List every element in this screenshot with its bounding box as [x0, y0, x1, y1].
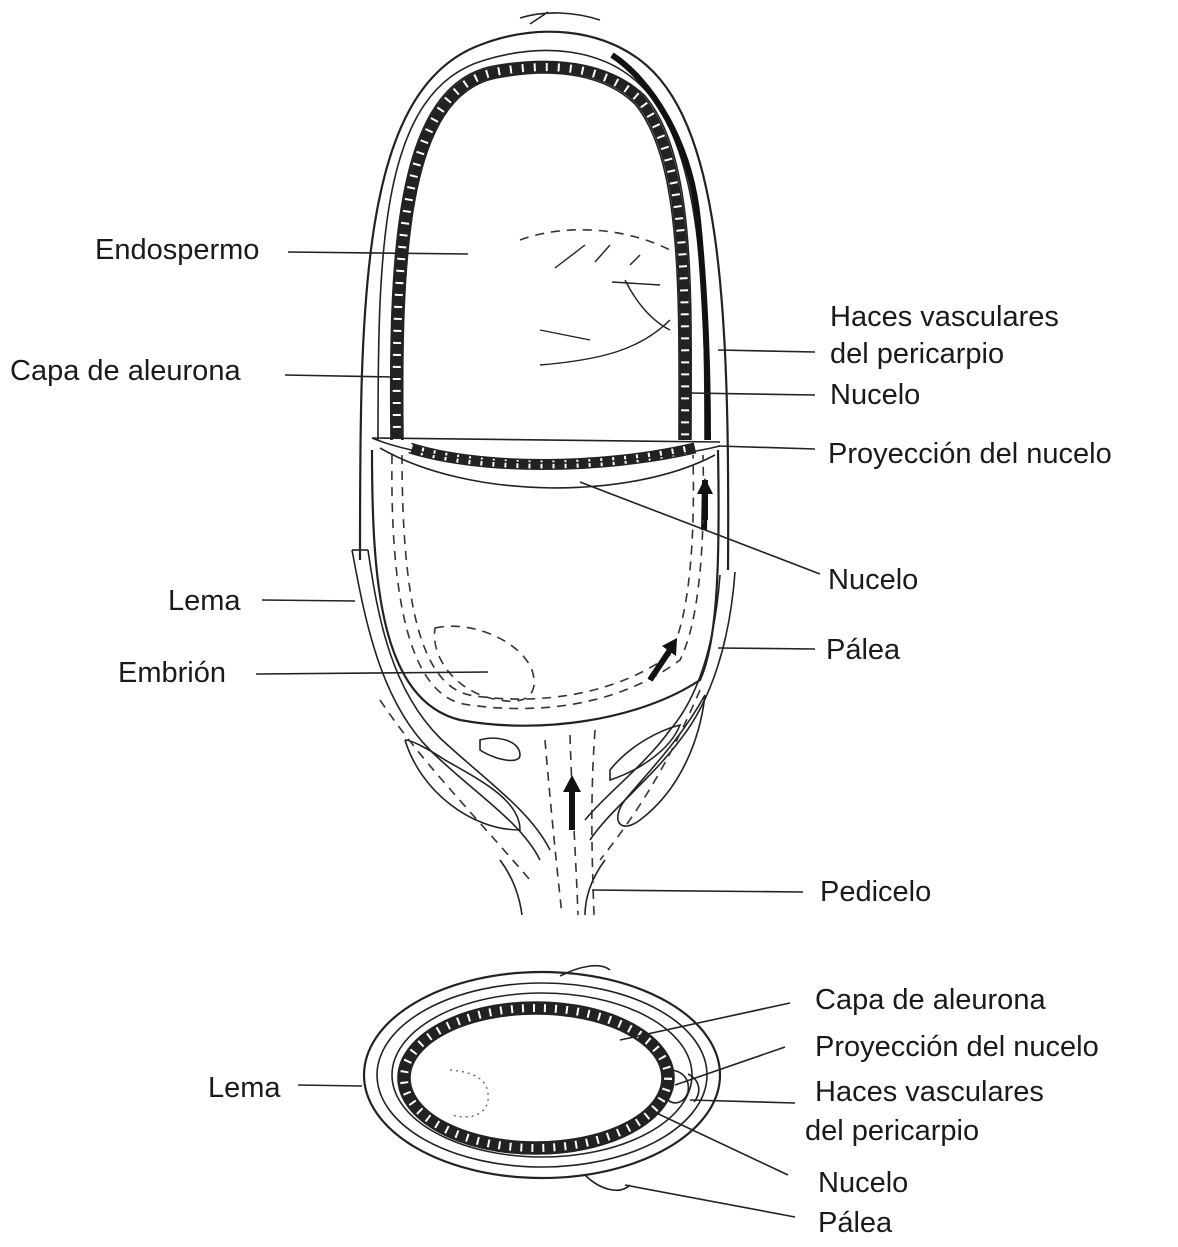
pedicel: [500, 860, 522, 915]
leader-pedicelo: [592, 890, 803, 892]
grain-tip: [520, 12, 600, 24]
leader-cross-palea: [625, 1185, 795, 1217]
pericarp-inner: [378, 50, 705, 440]
section-divider: [372, 438, 720, 442]
leader-proyeccion: [718, 446, 815, 449]
label-haces-line1: Haces vasculares: [830, 303, 1059, 332]
label-haces-line2: del pericarpio: [830, 340, 1004, 369]
leader-lines: [256, 252, 820, 1217]
cross-embryo: [450, 1070, 488, 1117]
lower-body: [372, 450, 719, 726]
label-cross-proyeccion: Proyección del nucelo: [815, 1033, 1099, 1062]
label-cross-haces-line1: Haces vasculares: [815, 1078, 1044, 1107]
leader-endospermo: [288, 252, 468, 254]
label-proyeccion: Proyección del nucelo: [828, 440, 1112, 469]
label-cross-haces-line2: del pericarpio: [805, 1117, 979, 1146]
label-cross-palea: Pálea: [818, 1209, 892, 1238]
label-nucelo-lower: Nucelo: [828, 566, 918, 595]
leader-lema: [262, 600, 355, 601]
label-pedicelo: Pedicelo: [820, 878, 931, 907]
vascular-bundle: [612, 55, 708, 440]
label-palea: Pálea: [826, 636, 900, 665]
pericarp-outline: [360, 32, 728, 570]
label-embrion: Embrión: [118, 659, 226, 688]
label-cross-nucelo: Nucelo: [818, 1169, 908, 1198]
label-cross-aleurona: Capa de aleurona: [815, 986, 1046, 1015]
leader-nucelo-lower: [580, 482, 820, 574]
longitudinal-section: [352, 12, 735, 915]
label-endospermo: Endospermo: [95, 236, 259, 265]
embryo-outline: [434, 626, 534, 701]
label-lema: Lema: [168, 587, 241, 616]
label-cross-lema: Lema: [208, 1074, 281, 1103]
label-capa-aleurona: Capa de aleurona: [10, 357, 241, 386]
cross-section: [364, 966, 720, 1190]
leader-cross-nucelo: [650, 1110, 788, 1175]
label-nucelo: Nucelo: [830, 381, 920, 410]
leader-embrion: [256, 672, 488, 674]
leader-cross-lema: [298, 1085, 362, 1086]
leader-palea: [718, 648, 815, 649]
leader-haces: [718, 350, 815, 352]
leader-cross-haces: [690, 1100, 795, 1103]
